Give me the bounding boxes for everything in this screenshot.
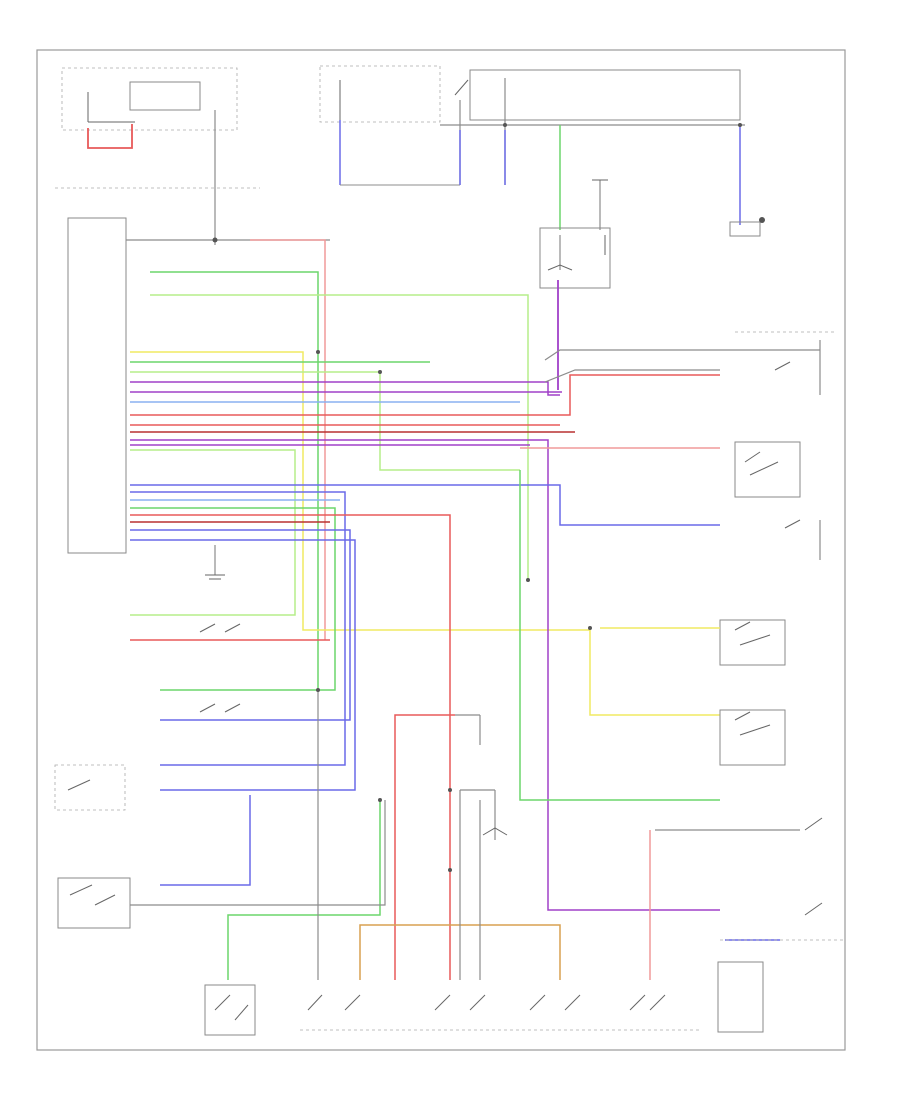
diagram-frame bbox=[36, 49, 846, 1051]
splice-dots bbox=[316, 123, 742, 872]
right-relay-1 bbox=[734, 441, 801, 498]
right-switch-1 bbox=[720, 331, 835, 395]
left-door-switch bbox=[54, 764, 126, 811]
top-fuse-block-2 bbox=[319, 65, 460, 186]
center-relay bbox=[455, 714, 508, 840]
right-switch-3 bbox=[655, 817, 823, 916]
top-left-fuse-box bbox=[61, 67, 238, 245]
ground-top-right bbox=[592, 179, 608, 230]
left-door-lock-switch bbox=[57, 877, 131, 929]
right-relay-2 bbox=[600, 619, 786, 666]
left-switch-1 bbox=[199, 623, 241, 713]
main-control-module bbox=[55, 187, 330, 554]
top-relay-block bbox=[440, 69, 765, 237]
wire-harness bbox=[130, 239, 780, 980]
right-relay-3 bbox=[719, 709, 786, 766]
right-switch-2 bbox=[784, 519, 821, 560]
bottom-switch-row bbox=[204, 984, 700, 1036]
control-module-right bbox=[539, 227, 611, 390]
center-ground bbox=[205, 545, 225, 580]
right-bottom-module bbox=[717, 939, 845, 1033]
